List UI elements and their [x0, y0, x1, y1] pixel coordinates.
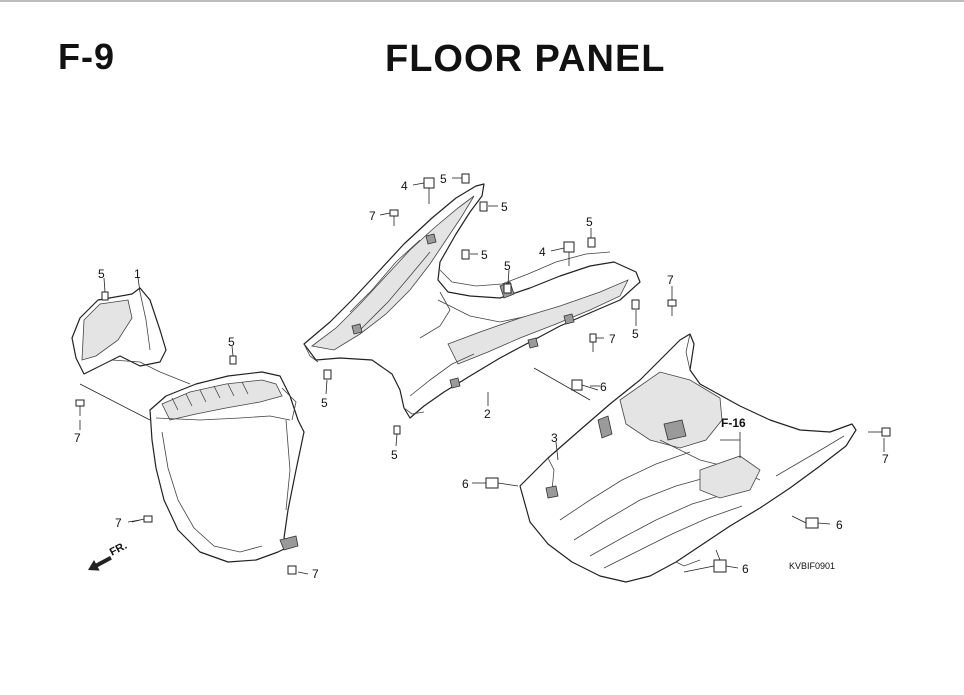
- clip-icon: [461, 249, 470, 260]
- callout-labels: 1 2 3 4 4 5 5 5 5 5 5 5 5 5 5 6 6 6 6 7 …: [74, 172, 889, 581]
- bolt-icon: [423, 177, 435, 204]
- callout-7: 7: [667, 273, 674, 287]
- callout-5: 5: [440, 172, 447, 186]
- floor-panel: [303, 183, 641, 419]
- screw-icon: [589, 333, 597, 352]
- callout-1: 1: [134, 267, 141, 281]
- cross-reference-label: F-16: [721, 416, 746, 430]
- callout-4: 4: [401, 179, 408, 193]
- callout-6: 6: [462, 477, 469, 491]
- top-divider: [0, 0, 964, 2]
- callout-7: 7: [369, 209, 376, 223]
- clip-icon: [229, 355, 237, 365]
- callout-5: 5: [632, 327, 639, 341]
- page-title: FLOOR PANEL: [385, 38, 666, 80]
- callout-5: 5: [391, 448, 398, 462]
- leader-lines: [79, 177, 885, 575]
- callout-7: 7: [882, 452, 889, 466]
- clip-icon: [479, 201, 488, 212]
- front-direction-label: FR.: [108, 540, 129, 559]
- callout-5: 5: [501, 200, 508, 214]
- screw-icon: [287, 565, 297, 575]
- screw-icon: [389, 209, 399, 226]
- clip-icon: [461, 173, 470, 184]
- floor-under-cover: [519, 333, 857, 583]
- screw-icon: [868, 427, 891, 437]
- clip-icon: [503, 283, 512, 294]
- callout-5: 5: [321, 396, 328, 410]
- clip-icon: [393, 425, 401, 435]
- callout-5: 5: [228, 335, 235, 349]
- callout-2: 2: [484, 407, 491, 421]
- section-code: F-9: [58, 36, 115, 77]
- clip-icon: [323, 369, 332, 380]
- drawing-code: KVBIF0901: [789, 561, 835, 571]
- front-arrow-icon: [88, 556, 112, 571]
- callout-5: 5: [504, 259, 511, 273]
- callout-5: 5: [586, 215, 593, 229]
- callout-7: 7: [74, 431, 81, 445]
- callout-6: 6: [836, 518, 843, 532]
- callout-5: 5: [481, 248, 488, 262]
- clip-icon: [101, 291, 109, 301]
- callout-4: 4: [539, 245, 546, 259]
- flange-bolt-icon: [713, 549, 727, 573]
- fasteners: [75, 173, 891, 575]
- flange-bolt-icon: [485, 477, 519, 489]
- callout-3: 3: [551, 431, 558, 445]
- front-inner-cover: [71, 287, 305, 563]
- screw-icon: [75, 399, 85, 416]
- callout-6: 6: [600, 380, 607, 394]
- flange-bolt-icon: [791, 515, 819, 529]
- callout-7: 7: [609, 332, 616, 346]
- callout-7: 7: [115, 516, 122, 530]
- callout-7: 7: [312, 567, 319, 581]
- bolt-icon: [563, 241, 575, 266]
- flange-bolt-icon: [571, 379, 599, 391]
- clip-icon: [587, 237, 596, 248]
- screw-icon: [667, 299, 677, 316]
- clip-icon: [631, 299, 640, 310]
- callout-6: 6: [742, 562, 749, 576]
- callout-5: 5: [98, 267, 105, 281]
- front-direction-arrow: FR.: [88, 540, 129, 571]
